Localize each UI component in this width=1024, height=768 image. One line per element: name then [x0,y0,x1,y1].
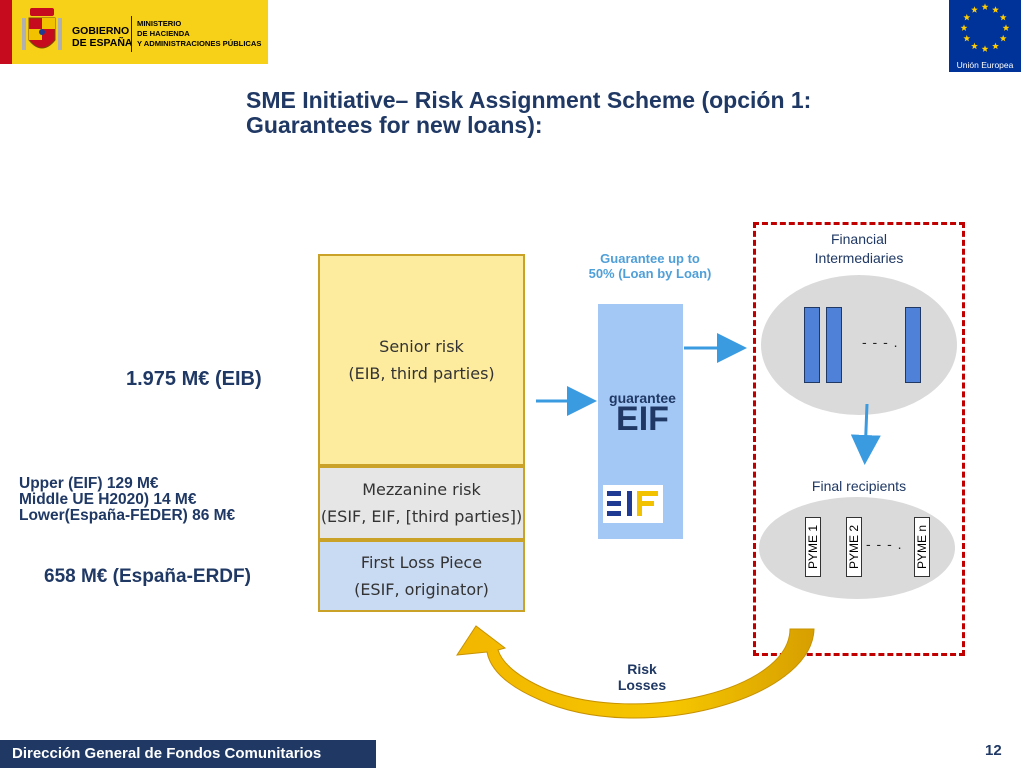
eu-star [999,34,1007,42]
eu-stars-icon [960,3,1010,52]
risk-losses-arrow [456,625,815,719]
risk-losses-line-1: Risk [627,661,657,677]
footer-bar: Dirección General de Fondos Comunitarios [0,740,376,768]
senior-risk-tranche: Senior risk (EIB, third parties) [318,254,525,466]
recipients-ellipsis: - - - . [866,536,903,552]
fi-label-line-2: Intermediaries [814,250,904,266]
first-loss-tranche: First Loss Piece (ESIF, originator) [318,540,525,612]
financial-intermediaries-label: Financial Intermediaries [770,230,948,268]
mezz-middle-amount: Middle UE H2020) 14 M€ [19,491,197,508]
gobierno-text: GOBIERNO DE ESPAÑA [72,25,132,49]
union-europea-logo: Unión Europea [949,0,1021,72]
eu-star [1002,24,1010,31]
ministry-line-3: Y ADMINISTRACIONES PÚBLICAS [137,39,262,48]
eif-word: EIF [616,400,669,438]
eu-star [999,13,1007,21]
eu-star [960,24,968,31]
fi-label-line-1: Financial [830,231,888,247]
risk-losses-line-2: Losses [617,677,667,693]
ministry-text: MINISTERIO DE HACIENDA Y ADMINISTRACIONE… [137,19,261,49]
pyme-box: PYME n [914,517,930,577]
eu-star [981,45,989,52]
mezzanine-risk-subtitle: (ESIF, EIF, [third parties]) [320,507,523,526]
mezzanine-risk-title: Mezzanine risk [362,480,481,499]
eu-star [971,6,978,13]
eu-star [963,13,971,21]
guarantee-note-line-1: Guarantee up to [600,251,700,266]
gobierno-espana-logo: GOBIERNO DE ESPAÑA MINISTERIO DE HACIEND… [0,0,268,64]
mezz-upper-amount: Upper (EIF) 129 M€ [19,475,159,492]
intermediaries-ellipsis: - - - . [862,334,899,350]
senior-risk-subtitle: (EIB, third parties) [348,364,495,383]
eu-star [981,3,989,10]
flag-stripe [0,0,12,64]
eu-label: Unión Europea [956,60,1014,70]
ministry-line-2: DE HACIENDA [137,29,190,38]
gobierno-line-1: GOBIERNO [72,25,130,37]
risk-losses-label: Risk Losses [600,661,684,693]
senior-amount-label: 1.975 M€ (EIB) [126,368,262,390]
pyme-box: PYME 2 [846,517,862,577]
slide-title: SME Initiative– Risk Assignment Scheme (… [246,88,946,138]
senior-risk-title: Senior risk [379,337,464,356]
title-line-2: Guarantees for new loans): [246,112,543,138]
arrow-intermediaries-to-recipients [850,403,881,465]
eif-logo-icon [603,485,663,523]
financial-intermediaries-ellipse [761,275,957,415]
eu-star [963,34,971,42]
title-line-1: SME Initiative– Risk Assignment Scheme (… [246,87,812,113]
guarantee-note: Guarantee up to 50% (Loan by Loan) [570,251,730,281]
gobierno-line-2: DE ESPAÑA [72,37,133,49]
pyme-box: PYME 1 [805,517,821,577]
page-number: 12 [985,742,1002,759]
mezz-lower-amount: Lower(España-FEDER) 86 M€ [19,507,236,524]
eu-star [992,42,999,50]
eu-star [971,42,978,50]
first-loss-amount-label: 658 M€ (España-ERDF) [44,566,251,587]
intermediary-bar [804,307,820,383]
mezzanine-risk-tranche: Mezzanine risk (ESIF, EIF, [third partie… [318,466,525,540]
eif-guarantee-box: guarantee EIF [598,304,683,539]
eu-star [992,6,999,13]
final-recipients-label: Final recipients [811,478,907,494]
first-loss-subtitle: (ESIF, originator) [354,580,489,599]
intermediaries-recipients-frame [753,222,965,656]
first-loss-title: First Loss Piece [360,553,483,572]
logo-separator [131,16,132,52]
intermediary-bar [905,307,921,383]
coat-of-arms-icon [22,8,62,50]
intermediary-bar [826,307,842,383]
guarantee-note-line-2: 50% (Loan by Loan) [588,266,712,281]
guarantee-word: guarantee [609,390,676,406]
mezzanine-amounts: Upper (EIF) 129 M€ Middle UE H2020) 14 M… [19,476,235,524]
ministry-line-1: MINISTERIO [137,19,182,28]
